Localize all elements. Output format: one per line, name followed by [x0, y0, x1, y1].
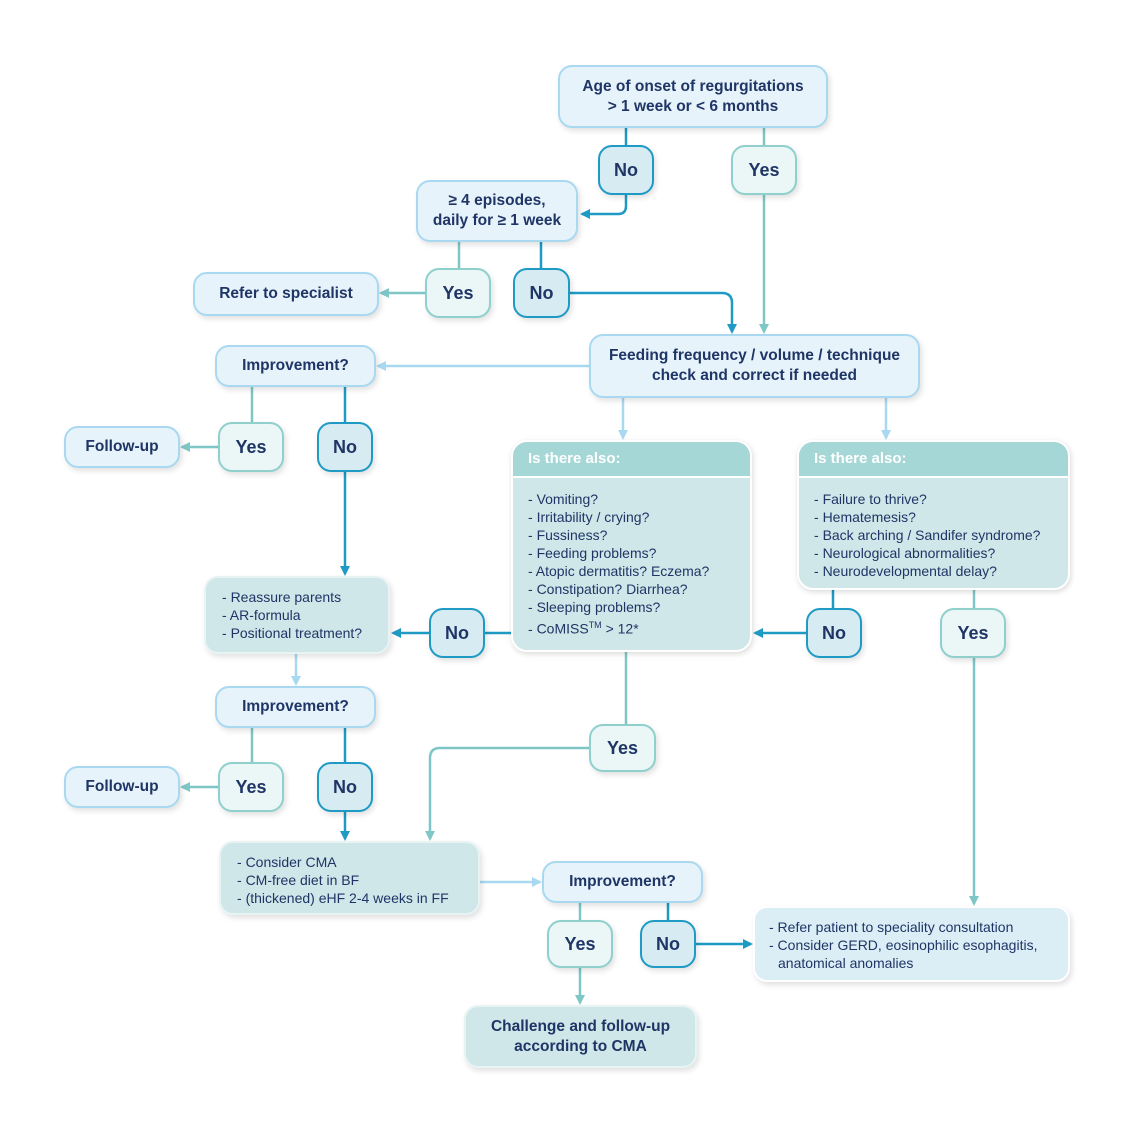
- yes-bubble: Yes: [218, 762, 284, 812]
- list-item: - Refer patient to speciality consultati…: [769, 919, 1014, 935]
- list-item: - (thickened) eHF 2-4 weeks in FF: [237, 890, 449, 906]
- node-text: Challenge and follow-up: [490, 1017, 671, 1035]
- node-text: daily for ≥ 1 week: [432, 212, 562, 229]
- yes-bubble: Yes: [218, 422, 284, 472]
- yes-bubble: Yes: [425, 268, 491, 318]
- refer-patient-node: - Refer patient to speciality consultati…: [753, 906, 1070, 982]
- trademark: TM: [588, 620, 602, 630]
- yes-bubble: Yes: [731, 145, 797, 195]
- list-item: anatomical anomalies: [778, 955, 914, 971]
- symptom-list: Failure to thrive? Hematemesis? Back arc…: [799, 478, 1068, 588]
- improvement-node-1: Improvement?: [215, 345, 376, 387]
- node-text: according to CMA: [514, 1037, 647, 1055]
- list-item: Feeding problems?: [528, 544, 735, 562]
- node-text: check and correct if needed: [651, 367, 857, 384]
- list-item: - Positional treatment?: [222, 625, 363, 641]
- list-item: Neurodevelopmental delay?: [814, 562, 1053, 580]
- panel-title: Is there also:: [513, 442, 750, 478]
- symptom-panel-1: Is there also: Vomiting? Irritability / …: [511, 440, 752, 652]
- list-item: - Consider GERD, eosinophilic esophagiti…: [769, 937, 1038, 953]
- feeding-node: Feeding frequency / volume / technique ch…: [589, 334, 920, 398]
- list-item: Vomiting?: [528, 490, 735, 508]
- symptom-list: Vomiting? Irritability / crying? Fussine…: [513, 478, 750, 650]
- onset-node: Age of onset of regurgitations > 1 week o…: [558, 65, 828, 128]
- consider-cma-node: - Consider CMA - CM-free diet in BF - (t…: [219, 841, 480, 915]
- connector: [580, 195, 628, 219]
- challenge-node: Challenge and follow-up according to CMA: [464, 1005, 697, 1068]
- list-item: Constipation? Diarrhea?: [528, 580, 735, 598]
- node-text: > 1 week or < 6 months: [607, 97, 779, 115]
- episodes-node: ≥ 4 episodes, daily for ≥ 1 week: [416, 180, 578, 242]
- follow-up-node-1: Follow-up: [64, 426, 180, 468]
- yes-bubble: Yes: [940, 608, 1006, 658]
- no-bubble: No: [317, 422, 373, 472]
- improvement-node-3: Improvement?: [542, 861, 703, 903]
- comiss-threshold: > 12*: [601, 620, 639, 637]
- symptom-panel-2: Is there also: Failure to thrive? Hemate…: [797, 440, 1070, 590]
- follow-up-node-2: Follow-up: [64, 766, 180, 808]
- connector: [425, 746, 589, 841]
- no-bubble: No: [513, 268, 570, 318]
- comiss-text: CoMISS: [536, 620, 589, 637]
- no-bubble: No: [317, 762, 373, 812]
- list-item: Back arching / Sandifer syndrome?: [814, 526, 1053, 544]
- list-item: - AR-formula: [222, 607, 301, 623]
- list-item: - CM-free diet in BF: [237, 872, 360, 888]
- list-item: Failure to thrive?: [814, 490, 1053, 508]
- yes-bubble: Yes: [589, 724, 656, 772]
- list-item: Hematemesis?: [814, 508, 1053, 526]
- list-item: CoMISSTM > 12*: [528, 616, 735, 638]
- yes-bubble: Yes: [547, 920, 613, 968]
- node-text: ≥ 4 episodes,: [448, 192, 546, 209]
- list-item: Atopic dermatitis? Eczema?: [528, 562, 735, 580]
- node-text: Feeding frequency / volume / technique: [608, 347, 901, 364]
- no-bubble: No: [640, 920, 696, 968]
- list-item: Fussiness?: [528, 526, 735, 544]
- panel-title: Is there also:: [799, 442, 1068, 478]
- list-item: Irritability / crying?: [528, 508, 735, 526]
- list-item: Neurological abnormalities?: [814, 544, 1053, 562]
- connector: [570, 291, 737, 334]
- list-item: Sleeping problems?: [528, 598, 735, 616]
- list-item: - Consider CMA: [237, 854, 337, 870]
- node-text: Age of onset of regurgitations: [582, 77, 804, 95]
- no-bubble: No: [429, 608, 485, 658]
- refer-specialist-node: Refer to specialist: [193, 272, 379, 316]
- improvement-node-2: Improvement?: [215, 686, 376, 728]
- no-bubble: No: [806, 608, 862, 658]
- no-bubble: No: [598, 145, 654, 195]
- reassure-node: - Reassure parents - AR-formula - Positi…: [204, 576, 390, 654]
- list-item: - Reassure parents: [222, 589, 342, 605]
